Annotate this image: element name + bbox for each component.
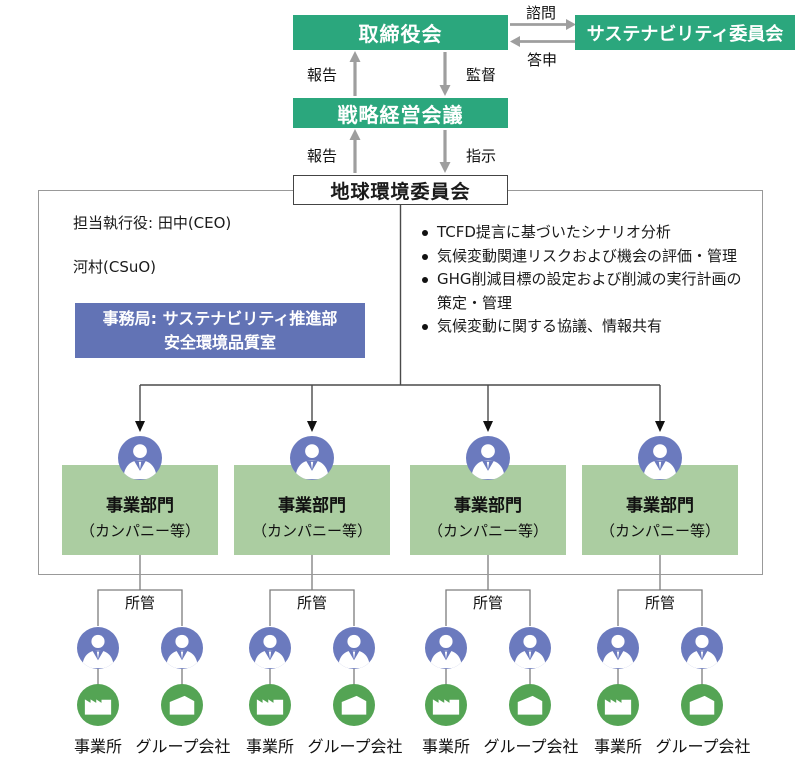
person-icon: [118, 436, 162, 480]
group-company-label: グループ会社: [135, 737, 231, 756]
secretariat-line2: 安全環境品質室: [163, 332, 276, 352]
person-icon: [77, 627, 119, 669]
unit-sublabel: （カンパニー等）: [251, 522, 372, 540]
unit-sublabel: （カンパニー等）: [599, 522, 720, 540]
environment-committee-box: 地球環境委員会: [293, 175, 508, 205]
secretariat-box: 事務局: サステナビリティ推進部 安全環境品質室: [75, 303, 365, 358]
business-unit-box-4: 事業部門 （カンパニー等）: [582, 465, 738, 555]
board-committee-arrows: [510, 19, 576, 47]
factory-icon: [597, 684, 639, 726]
group-company-label: グループ会社: [655, 737, 751, 756]
person-icon: [333, 627, 375, 669]
business-unit-box-2: 事業部門 （カンパニー等）: [234, 465, 390, 555]
person-icon: [466, 436, 510, 480]
building-icon: [333, 684, 375, 726]
person-icon: [638, 436, 682, 480]
person-icon: [597, 627, 639, 669]
duty-item: GHG削減目標の設定および削減の実行計画の策定・管理: [420, 268, 754, 315]
building-icon: [161, 684, 203, 726]
executive-in-charge-line1: 担当執行役: 田中(CEO): [73, 214, 232, 232]
unit-label: 事業部門: [106, 495, 174, 516]
unit-sublabel: （カンパニー等）: [79, 522, 200, 540]
group-company-label: グループ会社: [483, 737, 579, 756]
site-label: 事業所: [73, 737, 123, 756]
jurisdiction-label-2: 所管: [296, 594, 328, 612]
person-icon: [161, 627, 203, 669]
person-icon: [425, 627, 467, 669]
strategic-meeting-box: 戦略経営会議: [293, 98, 508, 128]
committee-duties-list: TCFD提言に基づいたシナリオ分析 気候変動関連リスクおよび機会の評価・管理 G…: [420, 221, 754, 339]
person-icon: [249, 627, 291, 669]
arrow-label-report-to-meeting: 報告: [304, 145, 340, 166]
business-unit-box-1: 事業部門 （カンパニー等）: [62, 465, 218, 555]
jurisdiction-label-4: 所管: [644, 594, 676, 612]
arrow-label-instruction: 指示: [463, 145, 499, 166]
executive-in-charge-line2: 河村(CSuO): [73, 258, 157, 276]
building-icon: [509, 684, 551, 726]
business-unit-box-3: 事業部門 （カンパニー等）: [410, 465, 566, 555]
duty-item: 気候変動に関する協議、情報共有: [420, 315, 754, 339]
sustainability-committee-box: サステナビリティ委員会: [575, 15, 795, 50]
person-icon: [290, 436, 334, 480]
secretariat-line1: 事務局: サステナビリティ推進部: [102, 309, 338, 329]
unit-sublabel: （カンパニー等）: [427, 522, 548, 540]
arrow-label-supervision: 監督: [463, 64, 499, 85]
unit-label: 事業部門: [626, 495, 694, 516]
person-icon: [509, 627, 551, 669]
site-label: 事業所: [245, 737, 295, 756]
board-of-directors-box: 取締役会: [293, 15, 508, 50]
building-icon: [681, 684, 723, 726]
factory-icon: [425, 684, 467, 726]
site-label: 事業所: [421, 737, 471, 756]
unit-label: 事業部門: [278, 495, 346, 516]
duty-item: TCFD提言に基づいたシナリオ分析: [420, 221, 754, 245]
site-label: 事業所: [593, 737, 643, 756]
factory-icon: [77, 684, 119, 726]
duty-item: 気候変動関連リスクおよび機会の評価・管理: [420, 245, 754, 269]
group-company-label: グループ会社: [307, 737, 403, 756]
person-icon: [681, 627, 723, 669]
jurisdiction-label-3: 所管: [472, 594, 504, 612]
jurisdiction-label-1: 所管: [124, 594, 156, 612]
unit-label: 事業部門: [454, 495, 522, 516]
factory-icon: [249, 684, 291, 726]
arrow-label-report-to-board: 報告: [304, 64, 340, 85]
arrow-label-report-back: 答申: [524, 49, 560, 70]
arrow-label-consultation: 諮問: [523, 2, 559, 23]
